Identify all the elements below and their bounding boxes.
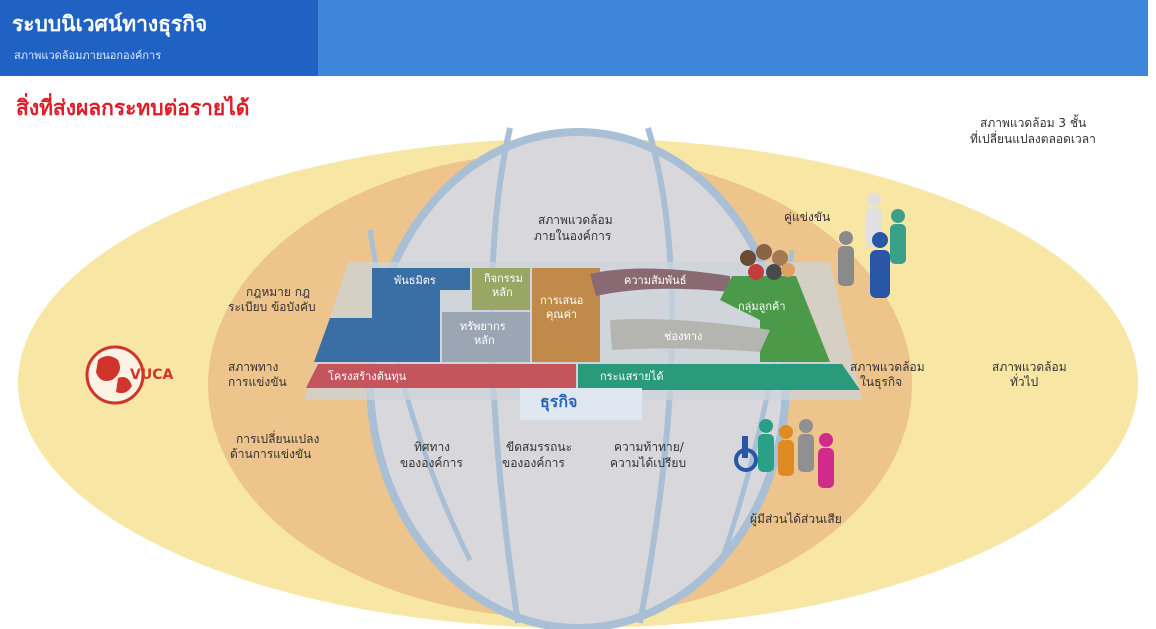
competition-label-2: การแข่งขัน: [228, 375, 287, 389]
note-line-2: ที่เปลี่ยนแปลงตลอดเวลา: [970, 132, 1096, 146]
stakeholders-people-icon: [734, 419, 834, 488]
direction-label-1: ทิศทาง: [414, 440, 451, 454]
law-label-2: ระเบียบ ข้อบังคับ: [228, 300, 316, 314]
relationships-label: ความสัมพันธ์: [624, 274, 687, 287]
block-key-activities: [472, 268, 530, 310]
block-partners: [314, 268, 470, 362]
revenue-streams-label: กระแสรายได้: [600, 370, 664, 383]
block-cost-structure: [306, 364, 576, 388]
partners-label: พันธมิตร: [394, 274, 436, 287]
direction-label-2: ขององค์การ: [400, 456, 463, 470]
challenge-label-1: ความท้าทาย/: [614, 440, 684, 454]
globe-icon: [85, 345, 145, 405]
vuca-label: VUCA: [130, 367, 174, 383]
capability-label-2: ขององค์การ: [502, 456, 565, 470]
customers-crowd-icon: [740, 244, 795, 280]
block-business: [520, 388, 642, 420]
internal-env-label-2: ภายในองค์การ: [534, 229, 612, 243]
cost-structure-label: โครงสร้างต้นทุน: [328, 370, 407, 383]
block-customer-segments: [720, 276, 830, 362]
activities-label-1: กิจกรรม: [484, 272, 523, 285]
challenge-label-2: ความได้เปรียบ: [610, 456, 687, 470]
competitors-people-icon: [838, 193, 906, 298]
headline: สิ่งที่ส่งผลกระทบต่อรายได้: [16, 96, 250, 120]
block-key-resources: [442, 312, 530, 362]
business-env-label-1: สภาพแวดล้อม: [850, 360, 925, 374]
activities-label-2: หลัก: [492, 286, 513, 299]
business-label: ธุรกิจ: [540, 392, 578, 411]
competitors-label: คู่แข่งขัน: [784, 210, 831, 224]
note-line-1: สภาพแวดล้อม 3 ชั้น: [980, 116, 1087, 130]
value-label-1: การเสนอ: [540, 294, 584, 307]
internal-env-label-1: สภาพแวดล้อม: [538, 213, 613, 227]
business-env-label-2: ในธุรกิจ: [860, 375, 903, 389]
customers-label: กลุ่มลูกค้า: [738, 300, 786, 313]
law-label-1: กฎหมาย กฎ: [246, 285, 311, 299]
competition-change-label-2: ด้านการแข่งขัน: [230, 447, 312, 461]
general-env-label-1: สภาพแวดล้อม: [992, 360, 1067, 374]
resources-label-1: ทรัพยากร: [460, 320, 506, 333]
block-channels: [610, 319, 770, 352]
capability-label-1: ขีดสมรรถนะ: [506, 440, 573, 454]
page-subtitle: สภาพแวดล้อมภายนอกองค์การ: [14, 49, 162, 62]
competition-change-label-1: การเปลี่ยนแปลง: [236, 432, 320, 446]
stakeholders-label: ผู้มีส่วนได้ส่วนเสีย: [750, 512, 842, 526]
channels-label: ช่องทาง: [664, 330, 703, 343]
competition-label-1: สภาพทาง: [228, 360, 279, 374]
resources-label-2: หลัก: [474, 334, 495, 347]
general-env-label-2: ทั่วไป: [1010, 375, 1039, 389]
value-label-2: คุณค่า: [546, 308, 578, 321]
header-title-panel: [0, 0, 318, 76]
page-title: ระบบนิเวศน์ทางธุรกิจ: [12, 12, 208, 36]
block-revenue-streams: [578, 364, 860, 390]
block-value-proposition: [532, 268, 600, 362]
block-customer-relationships: [590, 268, 730, 296]
